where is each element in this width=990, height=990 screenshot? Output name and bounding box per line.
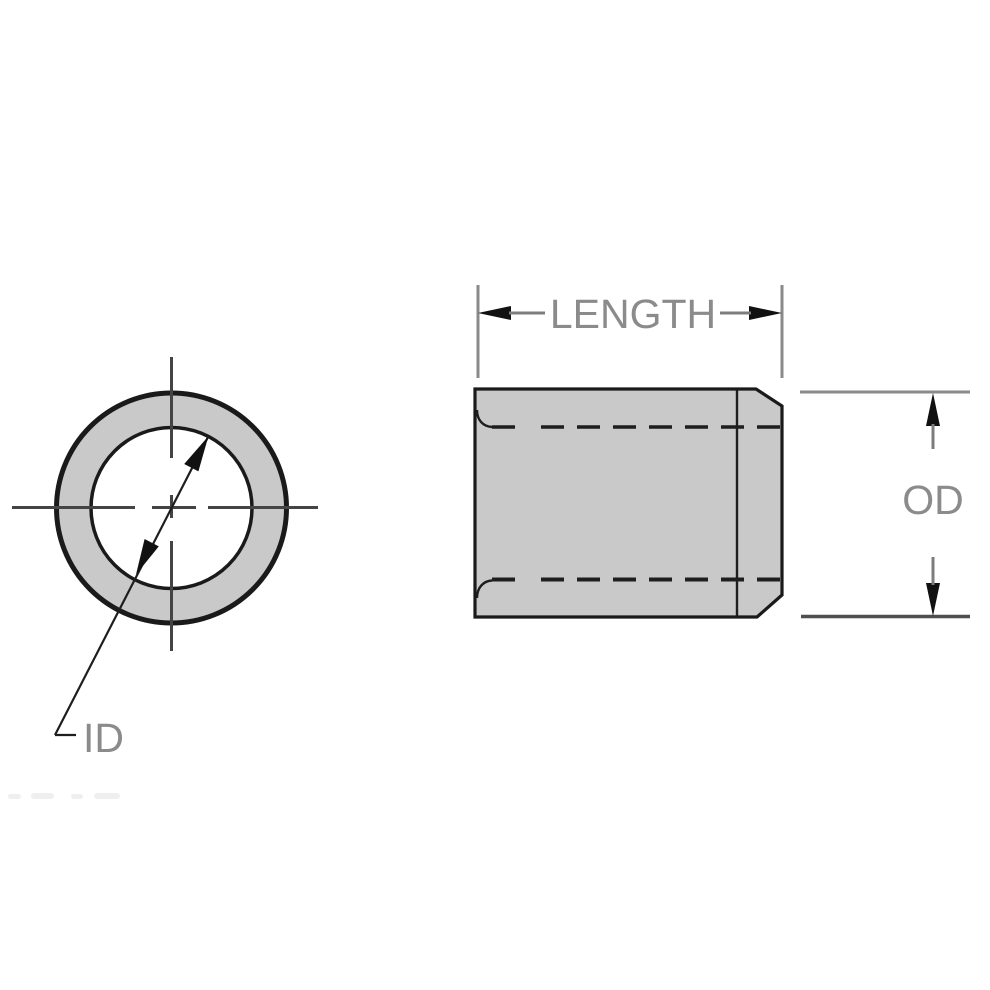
body-outline [473,387,784,619]
length-dimension: LENGTH [476,285,784,378]
id-arrowhead-upper [184,436,209,472]
length-label: LENGTH [550,291,716,337]
id-leader-line [54,435,210,736]
length-arrowhead-right [749,306,782,320]
length-arrowhead-left [478,306,511,320]
front-view: ID [12,357,318,761]
od-arrowhead-down [926,583,940,616]
side-view [473,387,784,619]
od-arrowhead-up [926,393,940,426]
id-arrowhead-lower [136,539,159,575]
bore-entry-arc-bottom [475,579,493,599]
od-dimension: OD [800,390,970,619]
scan-artifact-dashes [8,793,120,799]
od-label: OD [902,477,964,523]
bore-entry-arc-top [475,409,493,429]
id-label: ID [83,715,124,761]
